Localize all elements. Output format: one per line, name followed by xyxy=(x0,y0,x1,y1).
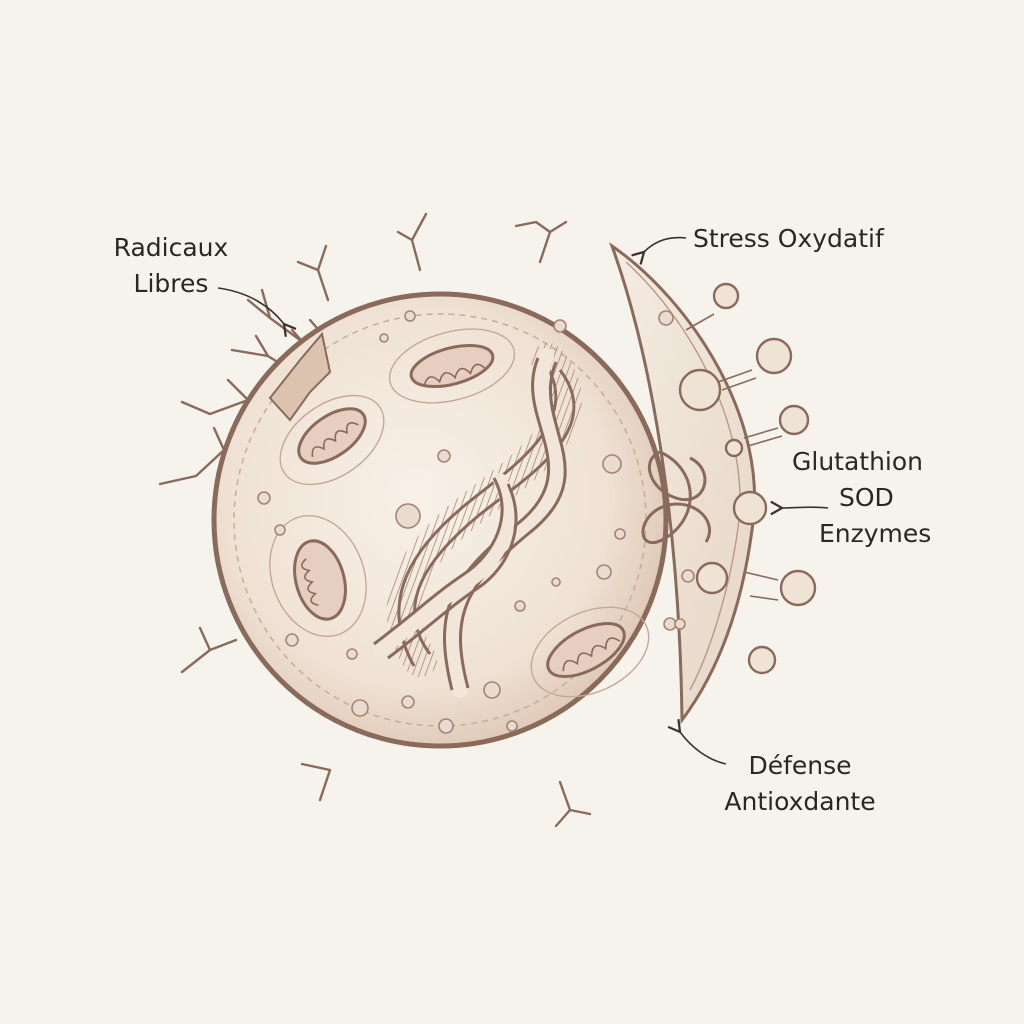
antioxidant-molecules xyxy=(678,282,817,675)
mitochondrion xyxy=(297,407,367,465)
mitochondria xyxy=(293,343,626,678)
callout-arrows xyxy=(217,236,829,765)
label-enzymes: Enzymes xyxy=(819,519,932,548)
molecule xyxy=(779,569,817,607)
label-antioxidant-defense: Défense Antioxdante xyxy=(718,748,882,820)
label-oxidative-stress: Stress Oxydatif xyxy=(693,224,884,253)
label-free-radicals-line2: Libres xyxy=(133,269,209,298)
label-free-radicals-line1: Radicaux xyxy=(113,233,229,262)
molecule xyxy=(755,337,793,375)
label-antiox-line2: Antioxdante xyxy=(724,787,876,816)
molecule xyxy=(695,561,729,595)
cell-damage-region xyxy=(268,331,332,422)
molecule xyxy=(678,368,722,412)
mitochondrion xyxy=(409,343,495,389)
molecule xyxy=(747,645,777,675)
dna-helix xyxy=(373,343,582,698)
molecule xyxy=(778,404,810,436)
molecule xyxy=(712,282,740,310)
molecule xyxy=(732,490,768,526)
arrow-radicaux xyxy=(217,287,297,337)
arrow-antiox xyxy=(667,719,727,765)
label-antiox-line1: Défense xyxy=(748,751,852,780)
mitochondrion xyxy=(546,622,626,678)
enzyme-protein xyxy=(641,450,711,544)
label-sod: SOD xyxy=(839,483,894,512)
label-glutathion: Glutathion xyxy=(792,447,924,476)
label-defense-molecules: Glutathion SOD Enzymes xyxy=(792,444,937,552)
molecule xyxy=(724,438,744,458)
arrow-stress xyxy=(631,236,687,265)
arrow-defense xyxy=(770,500,829,516)
vesicles xyxy=(257,310,677,734)
label-free-radicals: Radicaux Libres xyxy=(108,230,234,302)
mitochondrion xyxy=(293,539,347,621)
